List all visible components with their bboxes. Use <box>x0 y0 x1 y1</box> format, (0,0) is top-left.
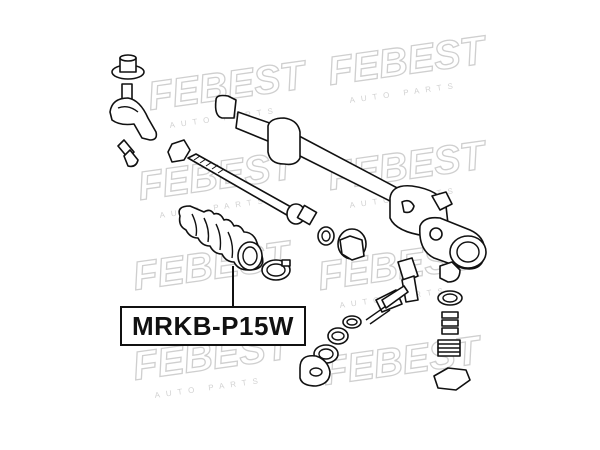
lock-nut <box>167 139 191 163</box>
pinion-shaft <box>365 257 419 325</box>
adjuster-nut <box>433 367 471 391</box>
label-leader-line <box>232 266 234 306</box>
pinion-cap <box>437 261 463 306</box>
part-number-label: MRKB-P15W <box>120 306 306 346</box>
tie-rod-end <box>109 54 158 141</box>
watermark-brand: FEBEST <box>325 28 491 94</box>
steering-boot <box>178 205 264 271</box>
rack-seal <box>337 228 367 261</box>
adjuster-screw <box>437 339 461 357</box>
cotter-pin <box>117 139 139 168</box>
adjuster-spring <box>441 311 459 335</box>
inner-tie-rod <box>187 153 318 226</box>
rack-housing <box>214 94 487 270</box>
snap-ring <box>342 315 362 329</box>
boot-clamp <box>261 259 291 281</box>
pinion-seal <box>327 327 349 345</box>
dust-cover <box>299 354 331 387</box>
rack-bushing <box>317 226 335 246</box>
